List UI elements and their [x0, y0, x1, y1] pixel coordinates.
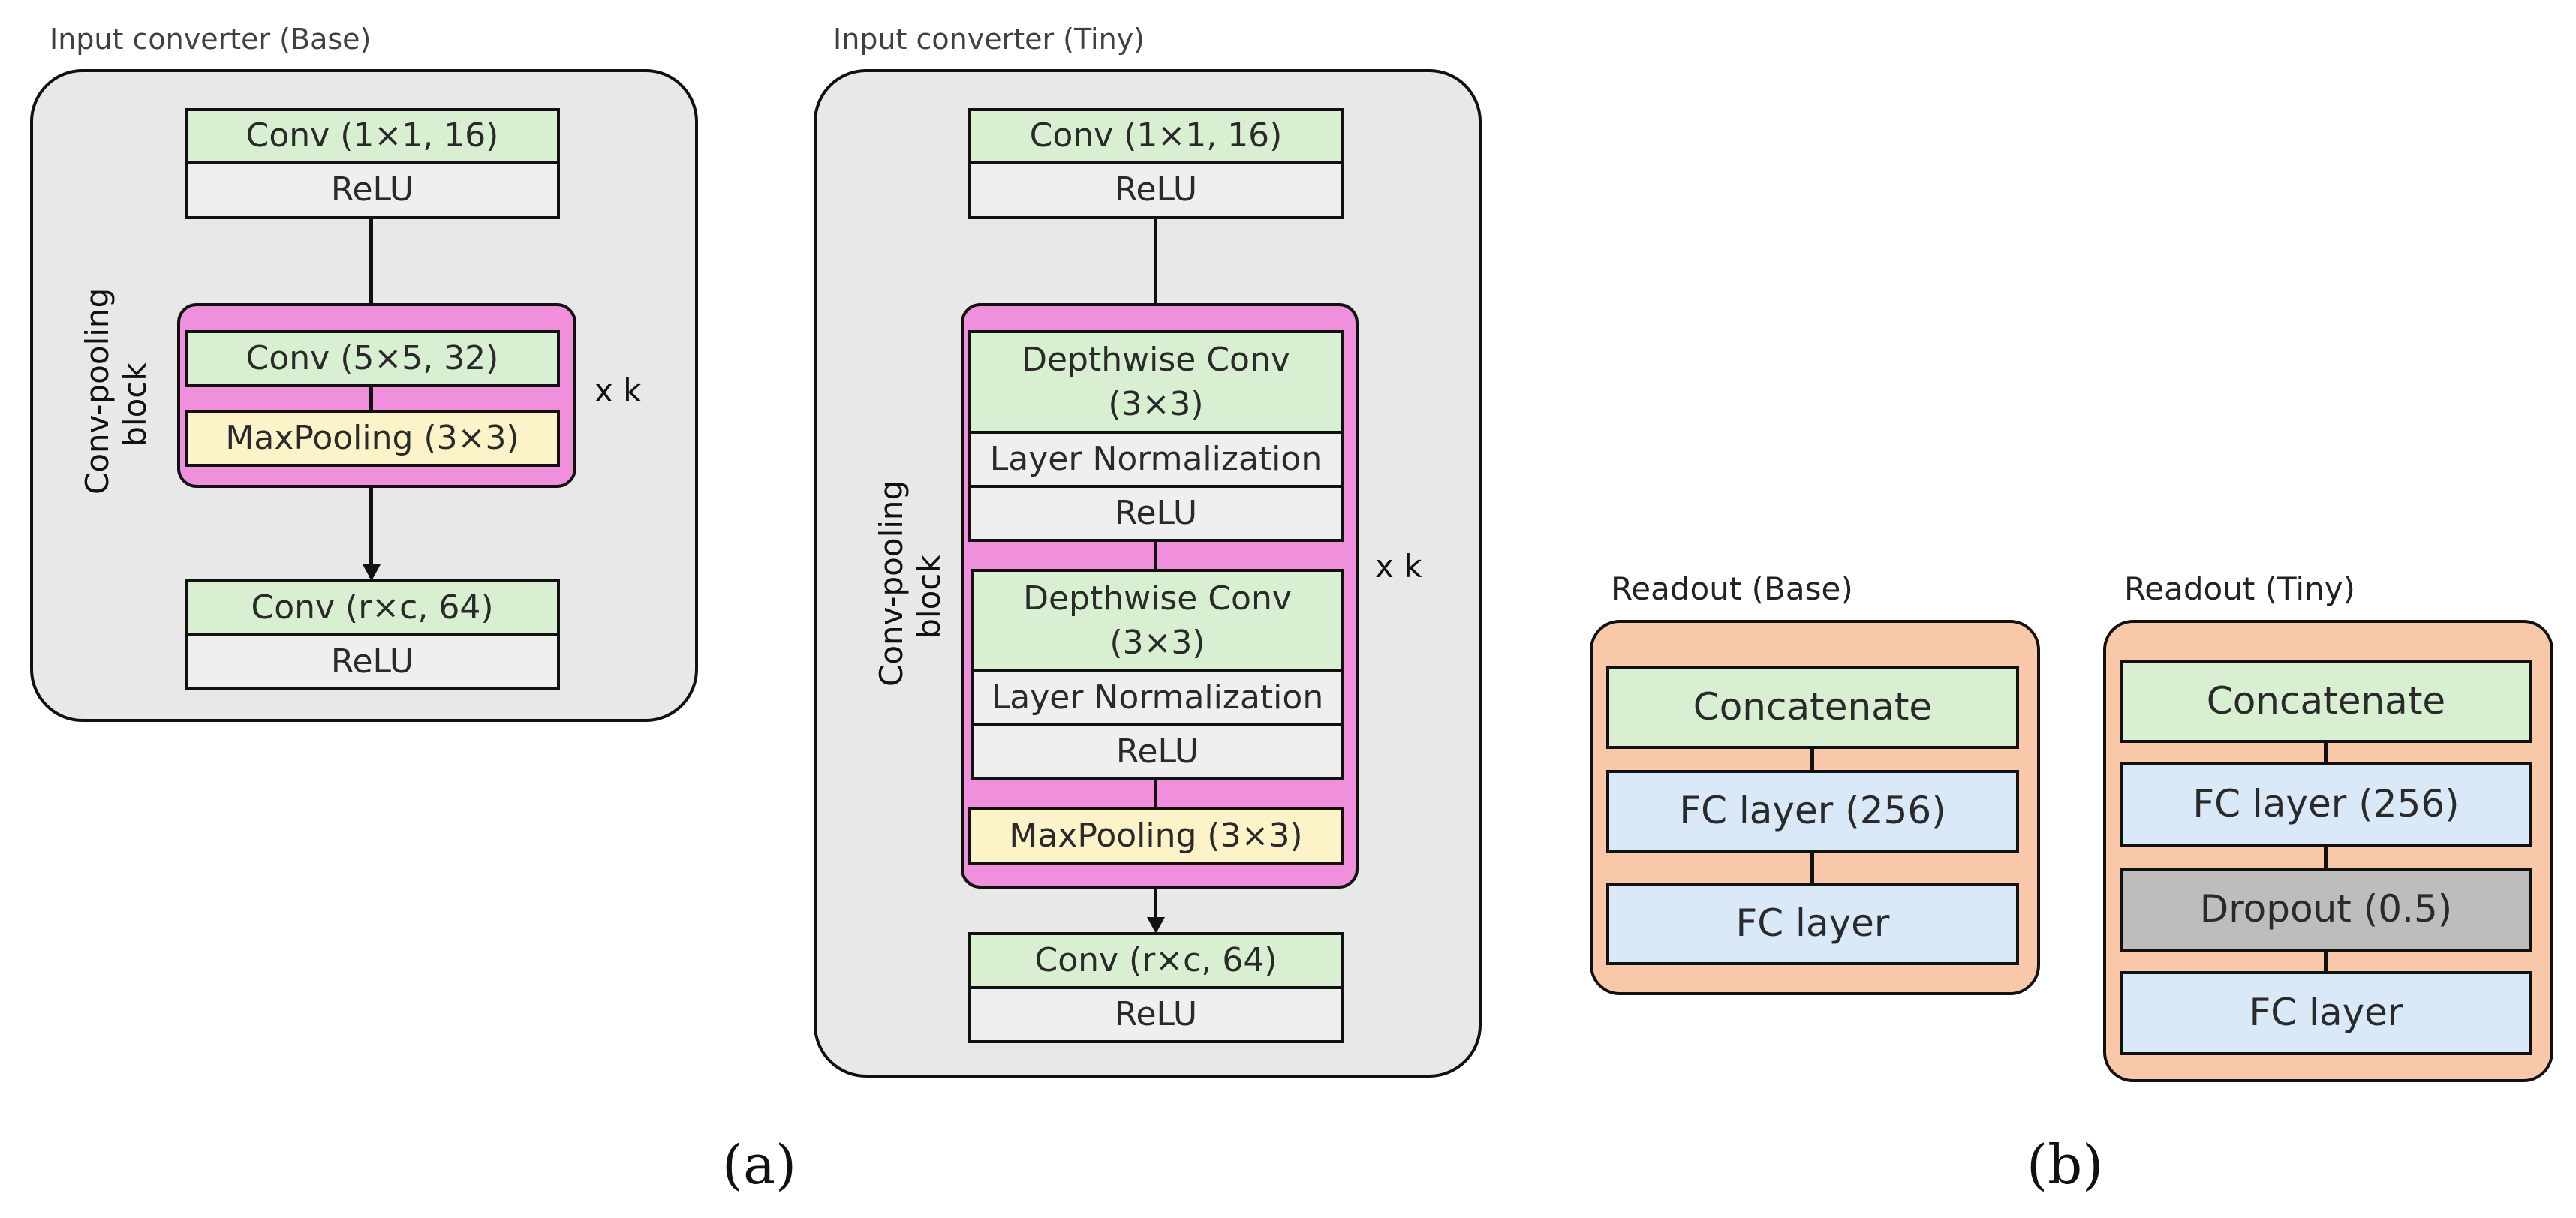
readout-tiny-fc256-box: FC layer (256) — [2120, 762, 2532, 847]
tiny-maxpool-box: MaxPooling (3×3) — [968, 807, 1344, 865]
tiny-layer-norm1-box: Layer Normalization — [968, 431, 1344, 488]
panel-a-label: (a) — [722, 1133, 797, 1196]
tiny-block-inner-line-1 — [1154, 540, 1157, 570]
tiny-relu1-box: ReLU — [968, 161, 1344, 219]
base-conv1-box: Conv (1×1, 16) — [185, 108, 560, 164]
tiny-arrowhead — [1147, 917, 1165, 934]
readout-tiny-concat-box: Concatenate — [2120, 660, 2532, 743]
tiny-conv1-box: Conv (1×1, 16) — [968, 108, 1344, 164]
tiny-block-inner-line-2 — [1154, 780, 1157, 810]
base-relu1-box: ReLU — [185, 161, 560, 219]
readout-tiny-dropout-box: Dropout (0.5) — [2120, 868, 2532, 952]
readout-tiny-title: Readout (Tiny) — [2124, 570, 2355, 607]
readout-base-fc256-box: FC layer (256) — [1606, 770, 2019, 853]
tiny-relu3-box: ReLU — [968, 986, 1344, 1043]
tiny-converter-panel — [814, 69, 1482, 1078]
tiny-relu-a-box: ReLU — [968, 485, 1344, 542]
base-relu3-box: ReLU — [185, 633, 560, 690]
tiny-layer-norm2-box: Layer Normalization — [971, 669, 1344, 726]
panel-b-label: (b) — [2027, 1133, 2104, 1196]
tiny-converter-title: Input converter (Tiny) — [833, 23, 1145, 56]
tiny-depthwise-conv1-box: Depthwise Conv(3×3) — [968, 330, 1344, 434]
tiny-repeat-label: x k — [1375, 548, 1422, 585]
readout-base-concat-box: Concatenate — [1606, 666, 2019, 749]
tiny-depthwise-conv2-box: Depthwise Conv(3×3) — [971, 569, 1344, 672]
tiny-conv3-box: Conv (r×c, 64) — [968, 932, 1344, 989]
base-arrowhead — [363, 564, 381, 581]
tiny-relu-b-box: ReLU — [971, 723, 1344, 780]
base-maxpool-box: MaxPooling (3×3) — [185, 410, 560, 467]
readout-tiny-line — [2324, 740, 2328, 973]
base-converter-title: Input converter (Base) — [50, 23, 372, 56]
readout-tiny-fc-box: FC layer — [2120, 971, 2532, 1055]
base-block-inner-line — [369, 383, 373, 413]
base-repeat-label: x k — [594, 372, 642, 409]
base-conv3-box: Conv (r×c, 64) — [185, 579, 560, 636]
readout-base-fc-box: FC layer — [1606, 883, 2019, 965]
readout-base-title: Readout (Base) — [1611, 570, 1853, 607]
base-conv2-box: Conv (5×5, 32) — [185, 330, 560, 387]
